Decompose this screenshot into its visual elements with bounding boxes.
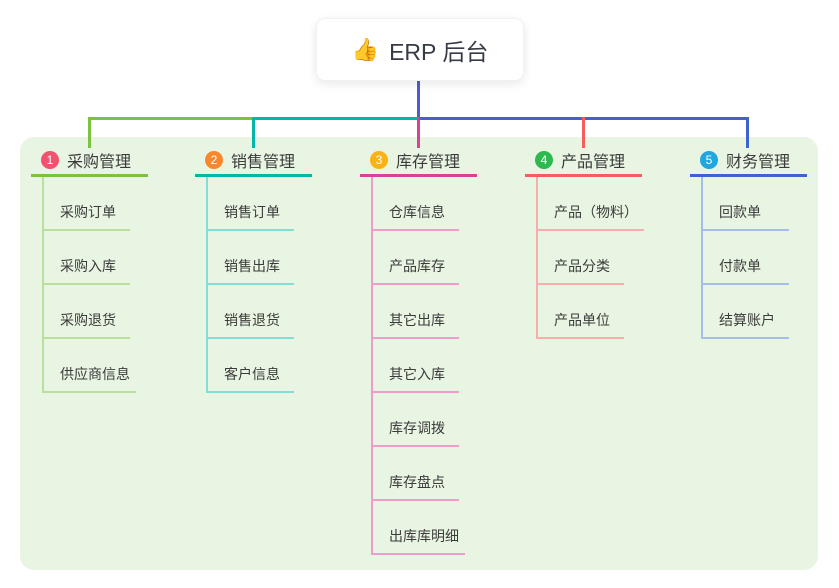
- child-node[interactable]: 采购退货: [44, 285, 130, 339]
- branch-title: 财务管理: [726, 154, 791, 171]
- branches-background-panel: [20, 137, 818, 570]
- branch-inventory-node[interactable]: 3 库存管理: [360, 148, 477, 174]
- branch-underline: [195, 174, 312, 177]
- branch-finance: 5 财务管理 回款单 付款单 结算账户: [690, 148, 820, 339]
- child-node[interactable]: 其它入库: [373, 339, 459, 393]
- child-node[interactable]: 库存盘点: [373, 447, 459, 501]
- branch-purchase-node[interactable]: 1 采购管理: [31, 148, 148, 174]
- root-node-title: ERP 后台: [389, 38, 489, 65]
- branch-children: 采购订单 采购入库 采购退货 供应商信息: [42, 177, 161, 393]
- branch-sales-node[interactable]: 2 销售管理: [195, 148, 312, 174]
- child-node[interactable]: 采购订单: [44, 177, 130, 231]
- branch-product: 4 产品管理 产品（物料） 产品分类 产品单位: [525, 148, 655, 339]
- branch-product-node[interactable]: 4 产品管理: [525, 148, 642, 174]
- branch-underline: [690, 174, 807, 177]
- branch-title: 采购管理: [67, 154, 132, 171]
- branch-title: 销售管理: [231, 154, 296, 171]
- branch-inventory: 3 库存管理 仓库信息 产品库存 其它出库 其它入库 库存调拨 库存盘点 出库库…: [360, 148, 490, 555]
- child-node[interactable]: 其它出库: [373, 285, 459, 339]
- thumbs-up-icon: 👍: [351, 36, 380, 62]
- connector-root-drop: [417, 80, 420, 118]
- branch-number-badge: 2: [205, 151, 223, 169]
- connector-drop-branch2: [252, 117, 255, 148]
- branch-children: 仓库信息 产品库存 其它出库 其它入库 库存调拨 库存盘点 出库库明细: [371, 177, 490, 555]
- connector-drop-branch1: [88, 117, 91, 148]
- child-node[interactable]: 结算账户: [703, 285, 789, 339]
- branch-number-badge: 3: [370, 151, 388, 169]
- child-node[interactable]: 采购入库: [44, 231, 130, 285]
- branch-sales: 2 销售管理 销售订单 销售出库 销售退货 客户信息: [195, 148, 325, 393]
- connector-drop-branch4: [582, 117, 585, 148]
- branch-number-badge: 4: [535, 151, 553, 169]
- child-node[interactable]: 客户信息: [208, 339, 294, 393]
- connector-drop-branch3: [417, 117, 420, 148]
- child-node[interactable]: 仓库信息: [373, 177, 459, 231]
- child-node[interactable]: 销售退货: [208, 285, 294, 339]
- connector-horizontal-teal: [253, 117, 419, 120]
- branch-children: 回款单 付款单 结算账户: [701, 177, 820, 339]
- branch-finance-node[interactable]: 5 财务管理: [690, 148, 807, 174]
- child-node[interactable]: 供应商信息: [44, 339, 136, 393]
- child-node[interactable]: 回款单: [703, 177, 789, 231]
- branch-title: 产品管理: [561, 154, 626, 171]
- child-node[interactable]: 产品（物料）: [538, 177, 644, 231]
- branch-underline: [360, 174, 477, 177]
- child-node[interactable]: 产品单位: [538, 285, 624, 339]
- child-node[interactable]: 库存调拨: [373, 393, 459, 447]
- branch-purchase: 1 采购管理 采购订单 采购入库 采购退货 供应商信息: [31, 148, 161, 393]
- child-node[interactable]: 付款单: [703, 231, 789, 285]
- branch-children: 产品（物料） 产品分类 产品单位: [536, 177, 655, 339]
- branch-underline: [31, 174, 148, 177]
- child-node[interactable]: 产品库存: [373, 231, 459, 285]
- child-node[interactable]: 出库库明细: [373, 501, 465, 555]
- connector-drop-branch5: [746, 117, 749, 148]
- connector-horizontal-green: [88, 117, 254, 120]
- child-node[interactable]: 销售订单: [208, 177, 294, 231]
- branch-title: 库存管理: [396, 154, 461, 171]
- branch-number-badge: 1: [41, 151, 59, 169]
- branch-number-badge: 5: [700, 151, 718, 169]
- child-node[interactable]: 销售出库: [208, 231, 294, 285]
- branch-children: 销售订单 销售出库 销售退货 客户信息: [206, 177, 325, 393]
- child-node[interactable]: 产品分类: [538, 231, 624, 285]
- branch-underline: [525, 174, 642, 177]
- root-node-erp[interactable]: 👍 ERP 后台: [316, 18, 524, 81]
